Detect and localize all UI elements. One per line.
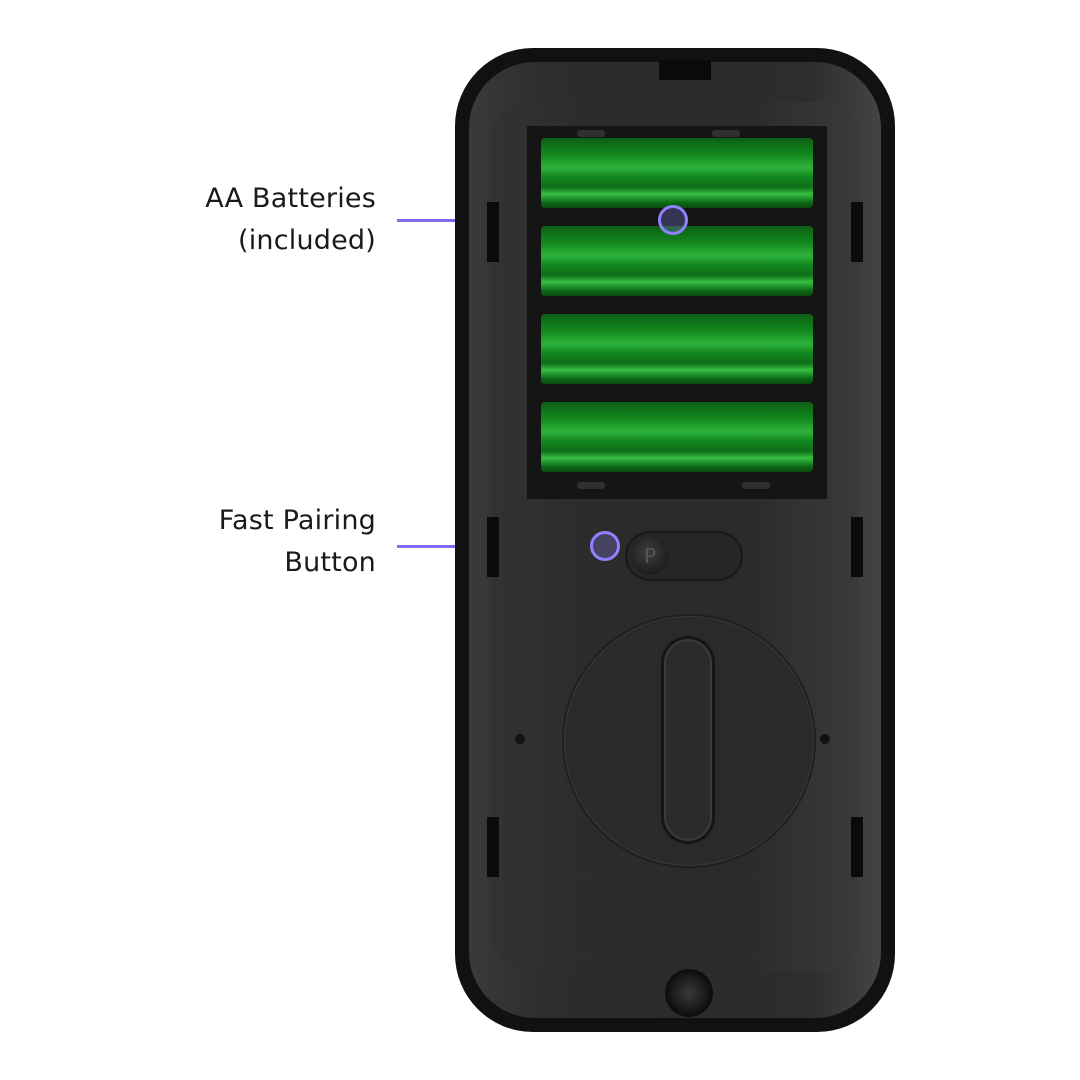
screw-hole-left [515,734,525,744]
thumb-turn-dial[interactable] [562,614,816,868]
screw-hole-right [820,734,830,744]
side-slot [487,817,499,877]
callout-pairing-line2: Button [284,547,376,578]
callout-batteries-line1: AA Batteries [205,183,376,214]
battery-clip [712,130,740,137]
battery-compartment[interactable] [527,126,827,499]
side-slot [487,517,499,577]
thumb-turn-handle[interactable] [661,636,715,844]
smart-lock-device: P [455,48,895,1032]
callout-label-batteries: AA Batteries (included) [150,178,376,262]
callout-marker-pairing [590,531,620,561]
side-slot [851,517,863,577]
side-slot [851,202,863,262]
device-body: P [469,60,881,1018]
aa-battery [541,138,813,208]
callout-label-pairing: Fast Pairing Button [150,500,376,584]
label-recess [561,877,815,957]
callout-marker-batteries [658,205,688,235]
battery-clip [577,482,605,489]
callout-batteries-line2: (included) [237,225,376,256]
fast-pairing-button-recess: P [625,531,743,581]
callout-pairing-line1: Fast Pairing [218,505,376,536]
side-slot [851,817,863,877]
side-slot [487,202,499,262]
top-notch [659,60,711,80]
aa-battery [541,226,813,296]
battery-clip [577,130,605,137]
battery-clip [742,482,770,489]
bottom-screw-hole [665,969,713,1017]
aa-battery [541,314,813,384]
aa-battery [541,402,813,472]
fast-pairing-button[interactable]: P [631,537,669,575]
